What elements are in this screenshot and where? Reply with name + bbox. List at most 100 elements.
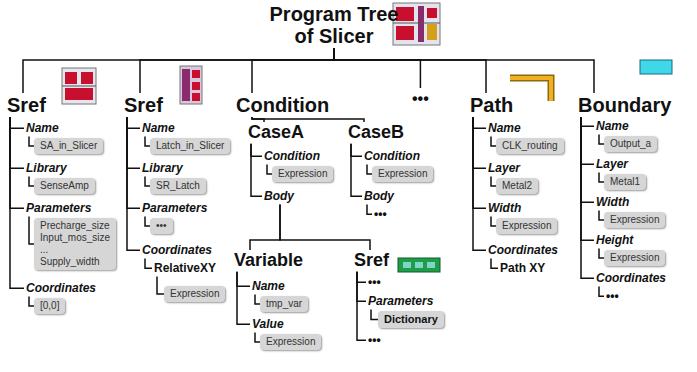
- tree-node: Sref: [5, 93, 48, 117]
- node-text: Body: [364, 189, 394, 203]
- tree-node: Latch_in_Slicer: [150, 138, 230, 154]
- node-text: Path XY: [500, 261, 545, 275]
- node-text: Expression: [266, 336, 315, 348]
- tree-node: Width: [486, 200, 523, 216]
- node-text: Expression: [610, 252, 659, 264]
- tree-branch: [581, 117, 594, 240]
- node-text: Width: [488, 201, 521, 215]
- tree-branch: [351, 144, 362, 156]
- node-text: Boundary: [578, 94, 671, 116]
- tree-branch: [371, 309, 378, 319]
- tree-node: Name: [24, 120, 61, 136]
- tree-node: Parameters: [140, 200, 209, 216]
- node-text: Sref: [7, 94, 46, 116]
- tree-node: Condition: [234, 93, 331, 117]
- node-text: Path: [470, 94, 513, 116]
- tree-node: Expression: [372, 166, 433, 182]
- tree-node: CLK_routing: [496, 138, 564, 154]
- node-text: tmp_var: [266, 298, 302, 310]
- tree-branch: [581, 117, 594, 126]
- node-text: CaseA: [248, 123, 304, 143]
- path-icon: [510, 78, 551, 101]
- tree-node: •••: [366, 332, 383, 348]
- tree-branch: [127, 117, 140, 208]
- tree-branch: [127, 117, 140, 168]
- node-text: [0,0]: [40, 300, 59, 312]
- tree-node: Expression: [496, 218, 557, 234]
- node-text: Coordinates: [26, 281, 96, 295]
- tree-node: SA_in_Slicer: [34, 138, 103, 154]
- node-text: Layer: [488, 161, 520, 175]
- tree-branch: [10, 117, 24, 288]
- node-text: Condition: [236, 94, 329, 116]
- node-text: Program Tree of Slicer: [264, 3, 404, 47]
- tree-node: Coordinates: [486, 242, 560, 258]
- tree-branch: [252, 117, 364, 122]
- tree-branch: [250, 204, 280, 250]
- tree-branch: [157, 276, 164, 294]
- tree-node: Path XY: [498, 260, 547, 276]
- tree-node: Name: [140, 120, 177, 136]
- tree-node: Name: [486, 120, 523, 136]
- tree-branch: [473, 117, 486, 208]
- tree-node: Width: [594, 194, 631, 210]
- node-text: Sref: [354, 251, 389, 271]
- node-text: SenseAmp: [40, 180, 89, 192]
- tree-branch: [10, 117, 24, 168]
- tree-node: •••: [366, 274, 383, 290]
- node-text: Output_a: [610, 138, 651, 150]
- tree-node: Program Tree of Slicer: [262, 2, 406, 48]
- tree-node: RelativeXY: [152, 260, 218, 276]
- tree-branch: [473, 117, 486, 168]
- tree-node: Library: [24, 160, 69, 176]
- tree-node: CaseB: [346, 122, 406, 144]
- tree-branch: [10, 117, 24, 208]
- tree-node: SR_Latch: [150, 178, 206, 194]
- tree-node: Sref: [352, 250, 391, 272]
- node-text: Name: [488, 121, 521, 135]
- tree-node: Expression: [272, 166, 333, 182]
- tree-node: Metal2: [496, 178, 538, 194]
- node-text: Parameters: [26, 201, 91, 215]
- tree-node: Output_a: [604, 136, 657, 152]
- tree-node: Library: [140, 160, 185, 176]
- node-text: •••: [368, 275, 381, 289]
- node-text: Sref: [124, 94, 163, 116]
- tree-branch: [251, 144, 262, 196]
- tree-branch: [491, 258, 498, 268]
- node-text: RelativeXY: [154, 261, 216, 275]
- node-text: Expression: [170, 288, 219, 300]
- tree-branch: [581, 117, 594, 278]
- tree-node: Sref: [122, 93, 165, 117]
- node-text: Name: [26, 121, 59, 135]
- tree-node: •••: [410, 88, 431, 109]
- tree-node: Parameters: [366, 293, 435, 309]
- node-text: Precharge_size Input_mos_size ... Supply…: [40, 220, 110, 268]
- tree-node: SenseAmp: [34, 178, 95, 194]
- tree-branch: [473, 117, 486, 250]
- node-text: Condition: [264, 149, 320, 163]
- node-text: •••: [606, 289, 619, 303]
- boundary-icon: [640, 60, 672, 74]
- node-text: Library: [142, 161, 183, 175]
- node-text: Variable: [234, 251, 303, 271]
- node-text: Body: [264, 189, 294, 203]
- node-text: •••: [156, 220, 167, 232]
- tree-branch: [237, 272, 250, 286]
- tree-node: Expression: [164, 286, 225, 302]
- node-text: •••: [374, 207, 387, 221]
- tree-node: Coordinates: [140, 242, 214, 258]
- tree-branch: [252, 48, 334, 93]
- tree-branch: [127, 117, 140, 250]
- tree-node: •••: [604, 288, 621, 304]
- node-text: Name: [142, 121, 175, 135]
- tree-branch: [23, 48, 334, 93]
- tree-node: Coordinates: [594, 270, 668, 286]
- tree-branch: [357, 272, 366, 301]
- tree-node: Variable: [232, 250, 305, 272]
- node-text: Name: [596, 119, 629, 133]
- sref-green-icon: [398, 258, 440, 272]
- node-text: Latch_in_Slicer: [156, 140, 224, 152]
- tree-node: Dictionary: [378, 311, 444, 328]
- tree-node: Layer: [486, 160, 522, 176]
